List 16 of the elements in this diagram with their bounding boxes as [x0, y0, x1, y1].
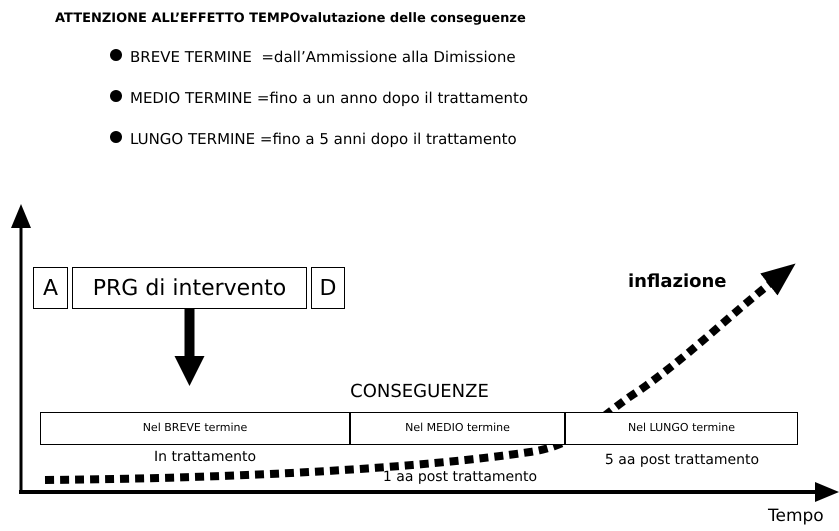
period-note: 5 aa post trattamento: [604, 451, 760, 469]
definition-text: LUNGO TERMINE =fino a 5 anni dopo il trattamento: [130, 129, 517, 149]
period-note: In trattamento: [154, 448, 256, 466]
definition-text: BREVE TERMINE =dall’Ammissione alla Dimissione: [130, 47, 516, 67]
definition-text: MEDIO TERMINE =fino a un anno dopo il trattamento: [130, 88, 528, 108]
axis-label: Tempo: [768, 505, 824, 528]
phase-box: D: [311, 267, 345, 309]
phase-box: PRG di intervento: [72, 267, 307, 309]
period-cell: Nel BREVE termine: [40, 412, 350, 445]
period-cell: Nel LUNGO termine: [565, 412, 798, 445]
title: ATTENZIONE ALL’EFFETTO TEMPOvalutazione delle conseguenze: [55, 10, 526, 28]
phase-box: A: [33, 267, 68, 309]
period-cell: Nel MEDIO termine: [350, 412, 565, 445]
section-heading: CONSEGUENZE: [349, 380, 490, 404]
period-note: 1 aa post trattamento: [382, 468, 538, 486]
curve-label: inflazione: [628, 270, 727, 294]
